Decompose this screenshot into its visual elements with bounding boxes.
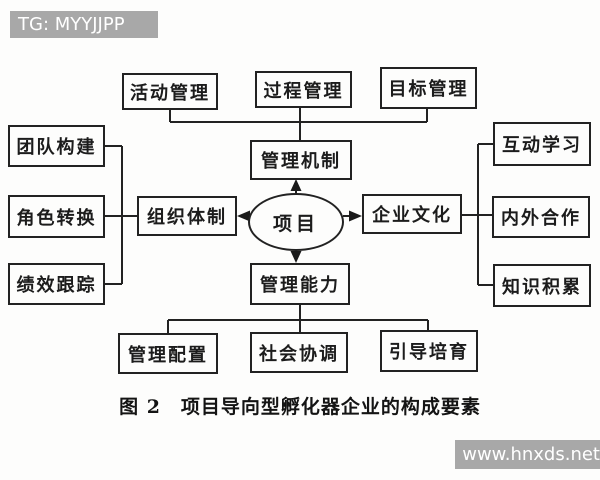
node-organizational-system: 组织体制 xyxy=(137,196,237,236)
arrow-down-icon xyxy=(290,250,302,263)
watermark-site: www.hnxds.net xyxy=(455,440,600,469)
figure-caption: 图 2 项目导向型孵化器企业的构成要素 xyxy=(119,396,481,418)
node-performance-tracking: 绩效跟踪 xyxy=(8,263,105,305)
node-project-center: 项目 xyxy=(248,193,344,251)
node-management-mechanism: 管理机制 xyxy=(250,140,352,180)
node-interactive-learning: 互动学习 xyxy=(493,122,591,166)
node-internal-external-cooperation: 内外合作 xyxy=(492,196,590,238)
node-knowledge-accumulation: 知识积累 xyxy=(493,264,591,307)
node-guidance-cultivation: 引导培育 xyxy=(380,330,478,372)
node-team-building: 团队构建 xyxy=(8,125,105,167)
arrow-up-icon xyxy=(290,179,302,194)
node-goal-management: 目标管理 xyxy=(380,67,477,109)
node-role-transformation: 角色转换 xyxy=(8,195,105,238)
node-corporate-culture: 企业文化 xyxy=(362,194,462,234)
watermark-tag: TG: MYYJJPP xyxy=(10,11,158,38)
arrow-right-icon xyxy=(343,210,362,222)
node-activity-management: 活动管理 xyxy=(122,73,218,110)
node-management-configuration: 管理配置 xyxy=(118,333,218,374)
node-social-coordination: 社会协调 xyxy=(250,332,348,373)
node-process-management: 过程管理 xyxy=(255,71,352,108)
node-management-capability: 管理能力 xyxy=(250,263,350,305)
